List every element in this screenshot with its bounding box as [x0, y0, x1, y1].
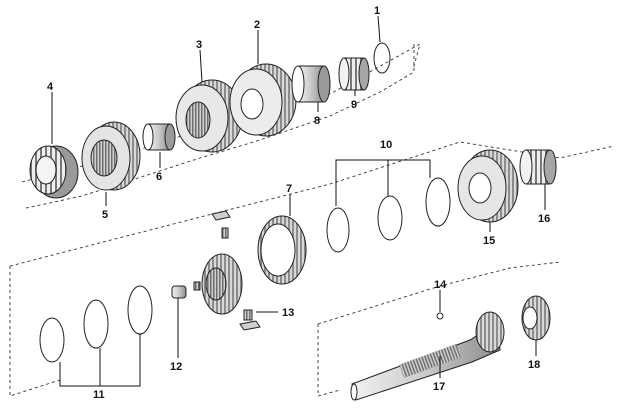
leader-lines [51, 15, 546, 387]
part-5-gear [81, 121, 141, 191]
synchronizer-hub [193, 210, 261, 331]
part-8-sleeve [291, 65, 331, 103]
label-part-2: 2 [254, 19, 260, 31]
part-9-needle-bearing [338, 57, 370, 91]
label-part-14: 14 [434, 279, 447, 291]
upper-shaft-dashed-outline [21, 43, 421, 209]
label-part-7: 7 [286, 183, 292, 195]
middle-shaft-dashed-outline [9, 141, 615, 397]
part-6-sleeve [142, 123, 176, 151]
label-part-9: 9 [351, 99, 357, 111]
label-part-11: 11 [93, 389, 105, 401]
part-10-synchronizer-rings [326, 177, 451, 253]
label-part-6: 6 [156, 171, 162, 183]
part-12-detent-key [171, 285, 187, 299]
label-part-15: 15 [483, 235, 495, 247]
label-part-8: 8 [314, 115, 320, 127]
label-part-5: 5 [102, 209, 108, 221]
part-17-main-shaft [350, 311, 505, 401]
part-2-gear [229, 63, 297, 137]
output-shaft-dashed-outline [317, 261, 561, 397]
part-7-synchronizer-sleeve [257, 215, 307, 285]
part-11-synchronizer-rings [39, 285, 153, 363]
part-18-bearing [521, 295, 551, 341]
label-part-16: 16 [538, 213, 550, 225]
label-part-1: 1 [374, 5, 380, 17]
part-4-tapered-bearing [29, 145, 79, 199]
part-16-needle-bearing [519, 149, 557, 185]
label-part-13: 13 [282, 307, 294, 319]
label-part-3: 3 [196, 39, 202, 51]
label-part-4: 4 [47, 81, 54, 93]
label-part-10: 10 [380, 139, 392, 151]
label-part-12: 12 [170, 361, 182, 373]
label-part-18: 18 [528, 359, 540, 371]
part-1-snap-ring [373, 42, 391, 74]
part-14-detent-ball [436, 312, 444, 320]
part-15-gear [457, 149, 519, 223]
label-part-17: 17 [433, 381, 445, 393]
part-3-gear [175, 79, 243, 153]
